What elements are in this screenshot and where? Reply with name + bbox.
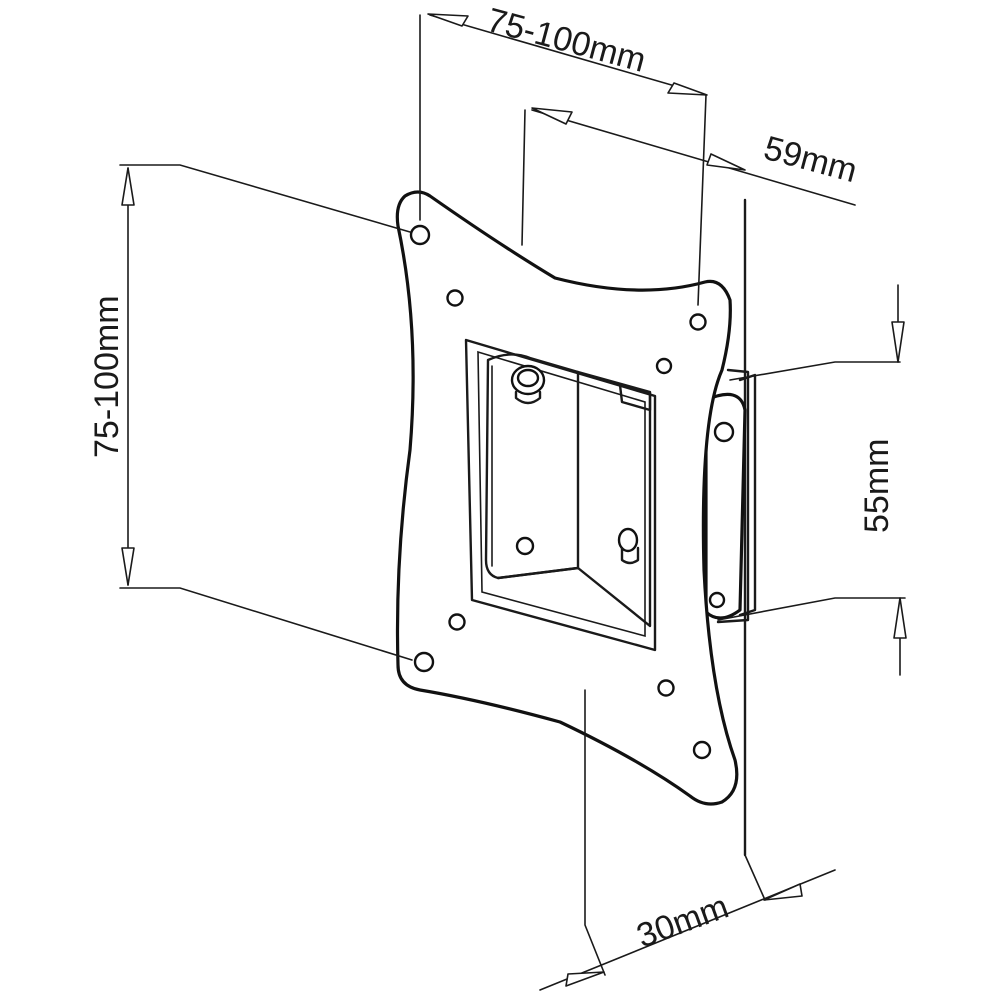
dimension-wall-height: 55mm [717, 284, 907, 676]
vesa-plate [395, 190, 739, 806]
vesa-hole-100-bottom-right [692, 740, 712, 760]
arm-pivot-lower [708, 591, 726, 609]
vesa-hole-75-top-left [446, 289, 464, 307]
vesa-hole-75-top-right [655, 357, 673, 375]
vesa-hole-100-top-right [689, 313, 707, 331]
tilt-arm [704, 392, 747, 620]
dimension-height-left: 75-100mm [88, 164, 413, 661]
bracket-hole-left [515, 536, 535, 556]
vesa-hole-100-bottom-left [413, 651, 435, 673]
dimension-depth-top: 59mm [521, 107, 861, 246]
width-top-label: 75-100mm [483, 1, 650, 80]
vesa-hole-75-bottom-left [448, 613, 466, 631]
arm-pivot-upper [713, 421, 735, 443]
height-left-label: 75-100mm [88, 295, 126, 458]
vesa-hole-75-bottom-right [657, 679, 675, 697]
vesa-hole-100-top-left [409, 224, 431, 246]
bracket-hole-right [617, 527, 639, 553]
wall-height-label: 55mm [858, 439, 896, 533]
bracket-housing [484, 353, 652, 628]
depth-bottom-label: 30mm [632, 887, 734, 955]
